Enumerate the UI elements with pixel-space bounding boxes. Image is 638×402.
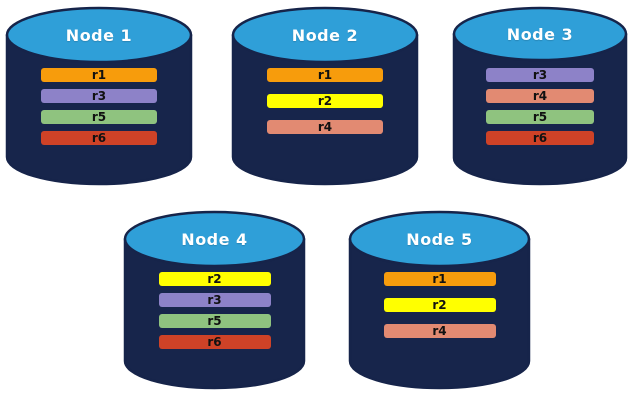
record-bar[interactable]: r2	[383, 298, 496, 312]
database-node[interactable]: Node 3 r3 r4 r5 r6	[452, 6, 628, 186]
record-list: r1 r2 r4	[231, 68, 419, 146]
record-label: r4	[532, 89, 548, 103]
record-label: r6	[207, 335, 222, 349]
record-label: r6	[532, 131, 548, 145]
record-list: r2 r3 r5 r6	[123, 272, 306, 356]
record-list: r1 r3 r5 r6	[5, 68, 193, 152]
record-bar[interactable]: r1	[41, 68, 157, 82]
record-bar[interactable]: r1	[267, 68, 383, 82]
record-bar[interactable]: r5	[486, 110, 594, 124]
node-title: Node 2	[291, 26, 359, 45]
record-bar[interactable]: r3	[486, 68, 594, 82]
record-label: r2	[432, 298, 447, 312]
node-title: Node 1	[65, 26, 133, 45]
node-title: Node 4	[181, 230, 248, 249]
record-label: r5	[207, 314, 222, 328]
database-node[interactable]: Node 5 r1 r2 r4	[348, 210, 531, 390]
record-bar[interactable]: r4	[486, 89, 594, 103]
record-bar[interactable]: r5	[158, 314, 271, 328]
record-label: r2	[207, 272, 222, 286]
cylinder-top-ellipse	[123, 210, 306, 268]
record-bar[interactable]: r6	[486, 131, 594, 145]
record-bar[interactable]: r4	[267, 120, 383, 134]
database-node[interactable]: Node 4 r2 r3 r5 r6	[123, 210, 306, 390]
cylinder-top-ellipse	[348, 210, 531, 268]
record-label: r3	[532, 68, 548, 82]
record-bar[interactable]: r3	[158, 293, 271, 307]
record-bar[interactable]: r5	[41, 110, 157, 124]
record-label: r6	[91, 131, 107, 145]
record-bar[interactable]: r3	[41, 89, 157, 103]
record-label: r5	[91, 110, 107, 124]
record-label: r1	[91, 68, 107, 82]
record-bar[interactable]: r1	[383, 272, 496, 286]
record-bar[interactable]: r6	[158, 335, 271, 349]
database-node[interactable]: Node 1 r1 r3 r5 r6	[5, 6, 193, 186]
record-label: r1	[432, 272, 447, 286]
record-bar[interactable]: r2	[158, 272, 271, 286]
cylinder-top-ellipse	[452, 6, 628, 62]
record-label: r3	[91, 89, 107, 103]
record-label: r3	[207, 293, 222, 307]
record-bar[interactable]: r6	[41, 131, 157, 145]
record-label: r2	[317, 94, 333, 108]
record-list: r3 r4 r5 r6	[452, 68, 628, 152]
node-title: Node 3	[506, 25, 574, 44]
record-bar[interactable]: r4	[383, 324, 496, 338]
cylinder-top-ellipse	[231, 6, 419, 64]
node-title: Node 5	[406, 230, 473, 249]
database-node[interactable]: Node 2 r1 r2 r4	[231, 6, 419, 186]
record-label: r4	[317, 120, 333, 134]
record-list: r1 r2 r4	[348, 272, 531, 350]
record-label: r1	[317, 68, 333, 82]
record-label: r4	[432, 324, 447, 338]
record-label: r5	[532, 110, 548, 124]
record-bar[interactable]: r2	[267, 94, 383, 108]
cylinder-top-ellipse	[5, 6, 193, 64]
